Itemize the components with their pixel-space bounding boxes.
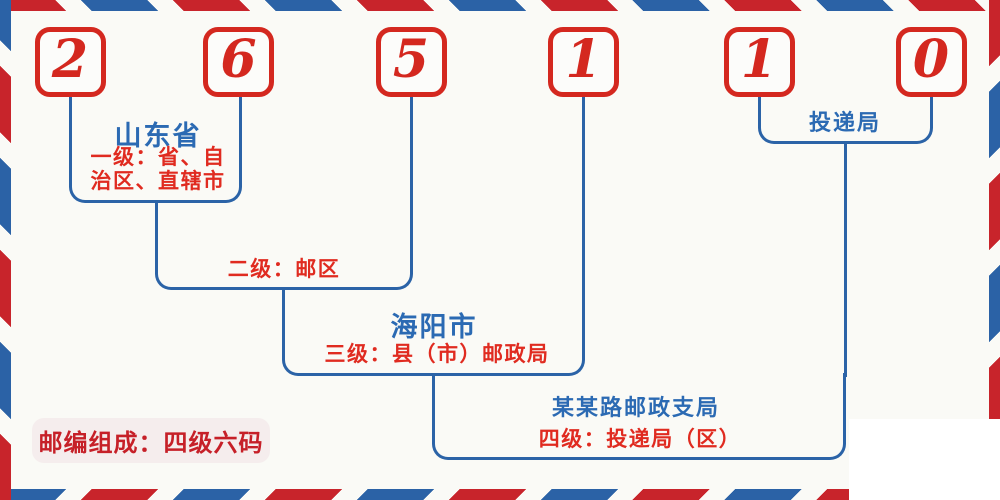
digit-4: 1: [565, 29, 602, 90]
label-desc-level1: 一级：省、自 治区、直辖市: [91, 146, 226, 193]
composition-note-text: 邮编组成：四级六码: [38, 428, 264, 457]
label-region-level4: 某某路邮政支局: [551, 395, 721, 421]
connector-line-digit4: [582, 97, 585, 293]
airmail-border-left: [0, 0, 11, 500]
digit-box-6: 0: [895, 27, 967, 97]
label-desc-level4: 四级：投递局（区）: [538, 428, 742, 451]
digit-1: 2: [51, 29, 89, 90]
digit-3: 5: [392, 29, 430, 90]
label-region-level3: 海阳市: [390, 312, 478, 343]
label-desc-level3: 三级：县（市）邮政局: [324, 343, 550, 366]
connector-bracket-level4: [432, 373, 847, 460]
airmail-border-right: [989, 0, 1000, 500]
airmail-border-top: [0, 0, 1000, 11]
airmail-border-bottom: [0, 489, 1000, 500]
connector-line-digit3: [410, 97, 413, 207]
label-desc-level1-line1: 一级：省、自: [90, 146, 226, 169]
digit-box-1: 2: [34, 27, 106, 97]
digit-2: 6: [220, 29, 257, 90]
connector-line-delivery-stem: [843, 142, 847, 377]
composition-note: 邮编组成：四级六码: [32, 418, 270, 463]
digit-box-4: 1: [548, 27, 619, 97]
label-desc-level1-line2: 治区、直辖市: [90, 169, 226, 193]
digit-box-2: 6: [203, 27, 274, 97]
digit-box-5: 1: [723, 27, 795, 97]
digit-box-3: 5: [375, 27, 447, 97]
digit-5: 1: [740, 29, 778, 90]
label-delivery-office: 投递局: [808, 110, 882, 136]
label-region-level1: 山东省: [114, 121, 202, 152]
white-patch: [849, 419, 1000, 500]
label-desc-level2: 二级：邮区: [227, 258, 341, 281]
digit-6: 0: [912, 29, 950, 90]
